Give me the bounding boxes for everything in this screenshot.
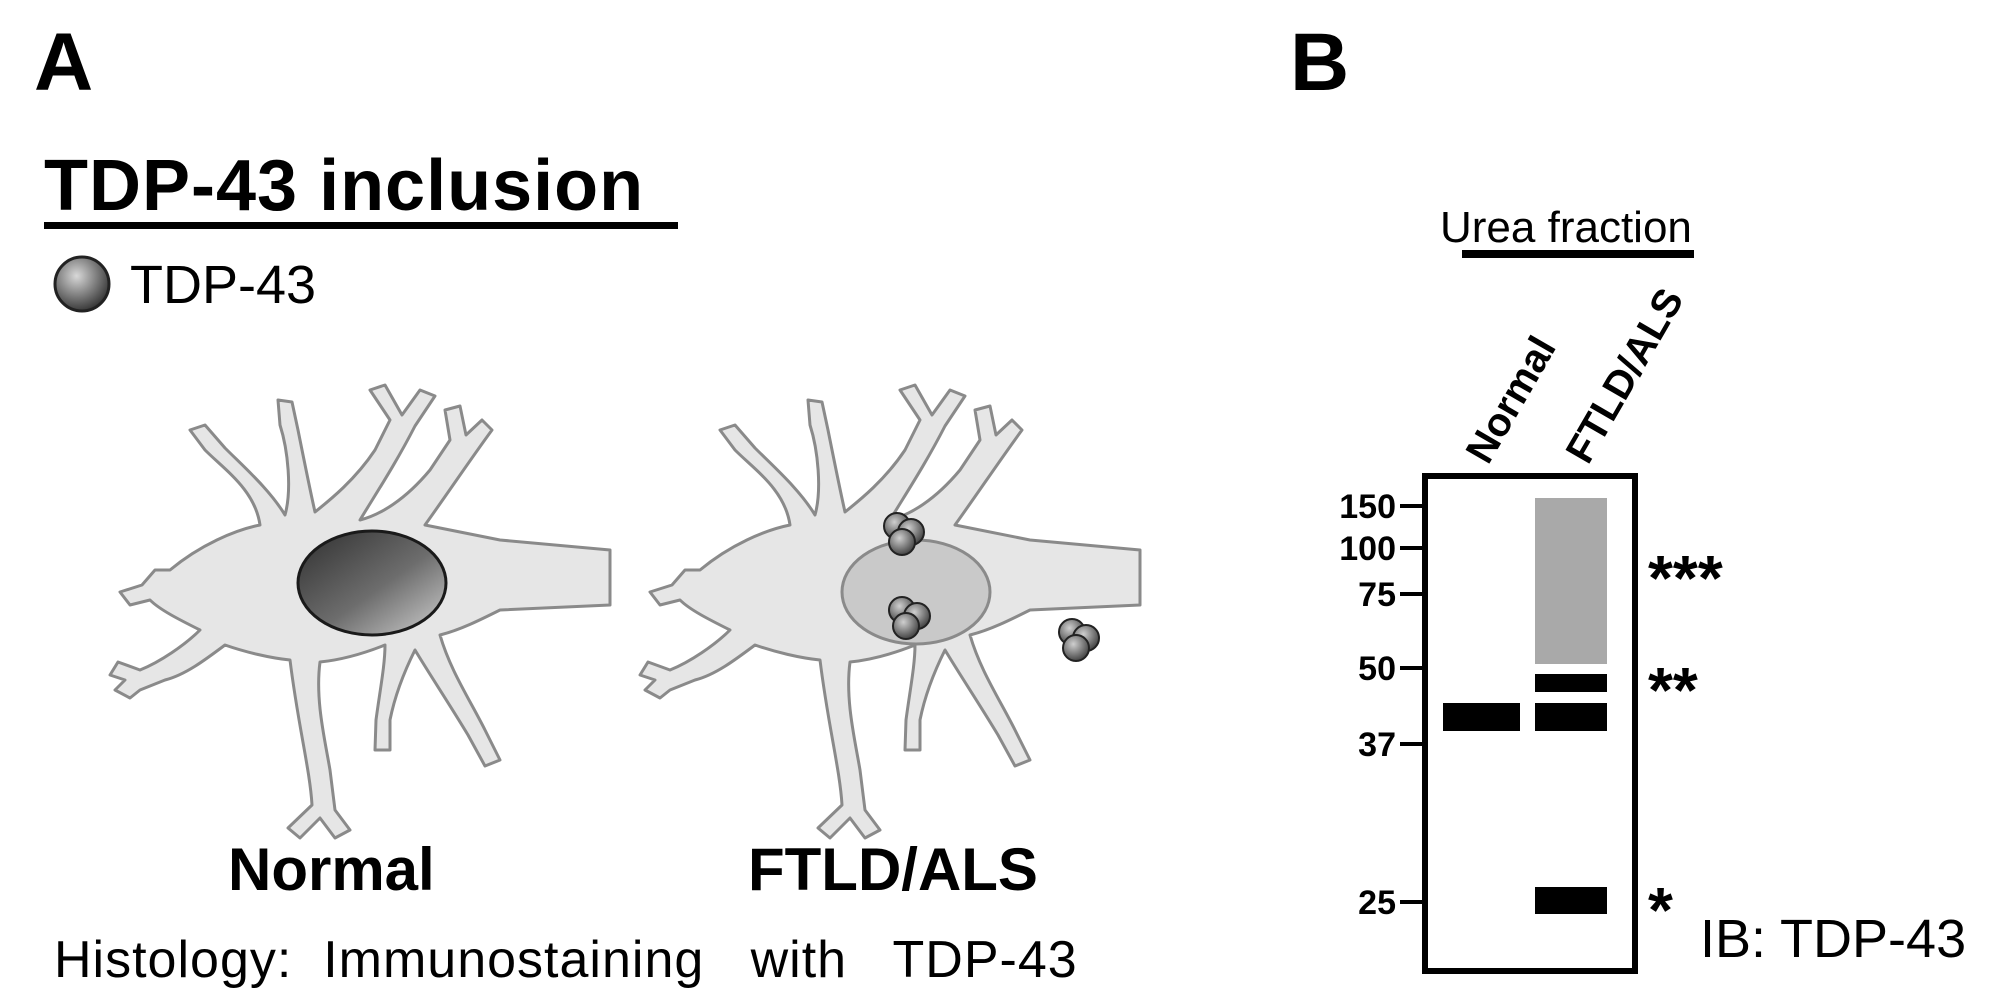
ftld-als-neuron-icon [638, 383, 1142, 840]
ftld-als-cell-label: FTLD/ALS [748, 836, 1038, 903]
normal-cell-label: Normal [228, 836, 435, 903]
tdp43-legend-label: TDP-43 [130, 255, 317, 315]
band-annotation-stars: * [1648, 874, 1673, 946]
immunoblot-antibody-label: IB: TDP-43 [1700, 909, 1967, 969]
band-normal-43kda [1443, 703, 1520, 731]
normal-neuron-icon [108, 383, 612, 840]
nuclear-aggregate-icon [888, 596, 931, 640]
panel-b-letter: B [1290, 17, 1350, 108]
gel-frame [1422, 473, 1638, 974]
lane-label: Normal [1458, 329, 1565, 470]
band-ftld-45kda [1535, 674, 1607, 692]
cytoplasmic-aggregate-icon [883, 512, 925, 556]
panel-a-letter: A [34, 17, 94, 108]
mw-label: 37 [1358, 726, 1396, 764]
panel-a-title-underline [44, 222, 678, 229]
urea-fraction-underline [1462, 250, 1694, 258]
panel-a-title: TDP-43 inclusion [44, 146, 645, 226]
tdp43-legend-icon [53, 255, 111, 313]
band-ftld-25kda [1535, 887, 1607, 914]
mw-label: 25 [1358, 884, 1396, 922]
band-annotation-stars: *** [1648, 542, 1723, 614]
mw-label: 150 [1339, 488, 1396, 526]
axonal-aggregate-icon [1058, 618, 1100, 662]
mw-label: 100 [1339, 530, 1396, 568]
urea-fraction-label: Urea fraction [1440, 203, 1692, 252]
histology-caption: Histology: Immunostaining with TDP-43 [54, 931, 1078, 989]
hmw-smear [1535, 498, 1607, 664]
neuron-diagram [108, 383, 1142, 840]
band-ftld-43kda [1535, 703, 1607, 731]
band-annotation-stars: ** [1648, 654, 1698, 726]
mw-label: 50 [1358, 650, 1396, 688]
lane-label: FTLD/ALS [1558, 281, 1693, 470]
mw-label: 75 [1358, 576, 1396, 614]
